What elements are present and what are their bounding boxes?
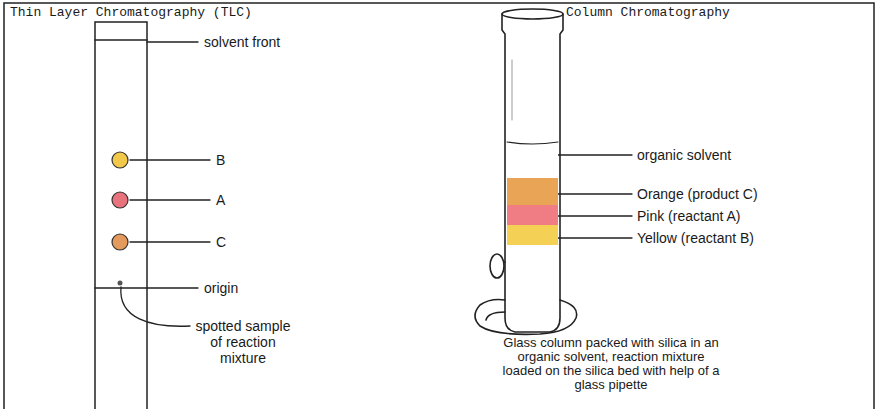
- spot-b: [112, 152, 128, 168]
- tlc-plate: [95, 22, 147, 409]
- sample-dot: [118, 281, 123, 286]
- spot-label: C: [216, 234, 226, 250]
- clamp: [475, 254, 577, 334]
- yellow-band: [507, 225, 558, 245]
- leader-lines: [121, 42, 632, 326]
- spot-c: [112, 234, 128, 250]
- panel-title: Column Chromatography: [566, 5, 730, 21]
- panel-title: Thin Layer Chromatography (TLC): [10, 5, 252, 21]
- band-label: Orange (product C): [637, 186, 758, 202]
- spot-a: [112, 192, 128, 208]
- caption-text: Glass column packed with silica in an or…: [498, 336, 724, 392]
- glass-column: [475, 9, 577, 334]
- spot-label: B: [216, 152, 225, 168]
- pink-band: [507, 205, 558, 225]
- leader-label: origin: [204, 280, 238, 296]
- spot-label: A: [216, 192, 225, 208]
- leader-label: organic solvent: [637, 147, 731, 163]
- leader-label: spotted sample of reaction mixture: [193, 318, 293, 366]
- leader-label: solvent front: [204, 34, 280, 50]
- orange-band: [507, 178, 558, 205]
- band-label: Yellow (reactant B): [637, 230, 754, 246]
- solvent-front-line: [95, 39, 147, 41]
- band-label: Pink (reactant A): [637, 208, 741, 224]
